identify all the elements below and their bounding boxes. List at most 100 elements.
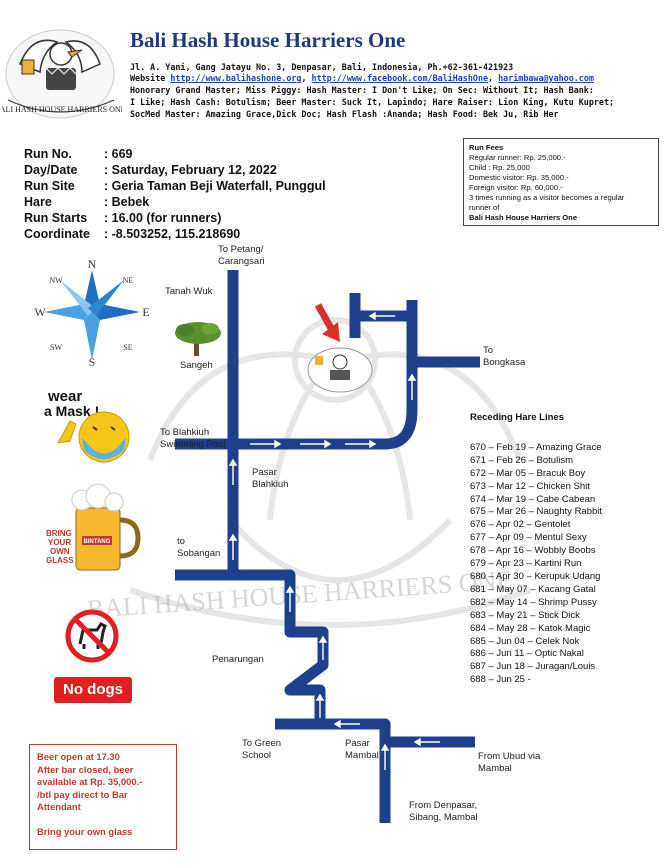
mask-text-1: wear	[47, 388, 82, 405]
beer-note-line: Beer open at 17.30	[37, 751, 120, 762]
label-sibang-mambal: Sibang, Mambal	[409, 812, 478, 823]
compass-sw: SW	[50, 343, 62, 352]
officers-line-3: SocMed Master: Amazing Grace,Dick Doc; H…	[130, 109, 559, 119]
run-fees-title: Run Fees	[469, 143, 504, 152]
hare-line-item: 671 – Feb 26 – Botulism	[470, 454, 573, 466]
website-line: Website http://www.balihashone.org, http…	[130, 73, 594, 83]
label-to-green: To Green	[242, 738, 282, 749]
run-info-value: : Bebek	[104, 195, 150, 209]
label-pasar-blahkiuh-2: Blahkiuh	[252, 479, 289, 490]
hare-line-item: 682 – May 14 – Shrimp Pussy	[470, 596, 597, 608]
beer-note-line: After bar closed, beer	[37, 763, 134, 775]
label-swimming-pool: Swimming Pool	[160, 439, 226, 450]
hare-row: Hare : Bebek	[24, 194, 326, 210]
road-to-pool	[175, 300, 418, 450]
hare-line-item: 686 – Jun 11 – Optic Nakal	[470, 648, 584, 660]
road-to-site	[349, 293, 412, 322]
fee-line: Regular runner: Rp. 25,000.-	[469, 153, 566, 162]
beer-brand: BINTANG	[84, 539, 111, 545]
hare-line-item: 670 – Feb 19 – Amazing Grace	[470, 441, 602, 453]
hare-line-item: 683 – May 21 – Stick Dick	[470, 609, 580, 621]
label-to-blahkiuh: To Blahkiuh	[160, 427, 210, 438]
label-sobangan: Sobangan	[177, 548, 221, 559]
label-sangeh: Sangeh	[180, 360, 213, 371]
mask-text-2: a Mask !	[44, 403, 99, 419]
website-label: Website	[130, 73, 166, 83]
no-dogs-label: No dogs	[54, 677, 132, 703]
beer-note-line: Bring your own glass	[37, 825, 133, 837]
run-info-label: Run No.	[24, 147, 72, 161]
hare-line-item: 687 – Jun 18 – Juragan/Louis	[470, 661, 596, 673]
beer-note-line	[37, 814, 169, 826]
hare-line-item: 678 – Apr 16 – Wobbly Boobs	[470, 545, 596, 557]
run-info-value: : 669	[104, 147, 133, 161]
hare-line-item: 681 – May 07 – Kacang Gatal	[470, 583, 596, 595]
hare-line-item: 673 – Mar 12 – Chicken Shit	[470, 480, 590, 492]
compass-ne: NE	[123, 276, 134, 285]
compass-s: S	[89, 355, 96, 369]
label-to-bongkasa: To	[483, 345, 494, 356]
hare-line-item: 688 – Jun 25 -	[470, 674, 531, 686]
email-link[interactable]: harimbawa@yahoo.com	[498, 73, 594, 83]
fee-line: 3 times running as a visitor becomes a r…	[469, 193, 625, 202]
glass-text-4: GLASS	[46, 556, 74, 565]
hare-line-item: 685 – Jun 04 – Celek Nok	[470, 635, 580, 647]
compass-nw: NW	[49, 276, 63, 285]
beer-note-line: /btl pay direct to Bar	[37, 788, 128, 800]
label-to-sobangan: to	[177, 536, 185, 547]
label-mambal: Mambal	[478, 763, 512, 774]
run-starts-row: Run Starts : 16.00 (for runners)	[24, 210, 326, 226]
compass-e: E	[142, 305, 149, 319]
fee-line: Child : Rp. 25,000	[469, 163, 530, 172]
compass-w: W	[34, 305, 46, 319]
run-info-label: Coordinate	[24, 227, 90, 241]
officers-line-1: Honorary Grand Master; Miss Piggy: Hash …	[130, 85, 594, 95]
hare-line-item: 677 – Apr 09 – Mentul Sexy	[470, 532, 587, 544]
compass-n: N	[88, 257, 97, 271]
website-link-1[interactable]: http://www.balihashone.org	[170, 73, 302, 83]
run-info-value: : -8.503252, 115.218690	[104, 227, 241, 241]
label-pasar-mambal-2: Mambal	[345, 750, 379, 761]
beer-note-line: Attendant	[37, 801, 81, 812]
bring-own-glass-icon: BINTANG BRING YOUR OWN GLASS	[46, 483, 141, 571]
run-info-label: Run Starts	[24, 211, 88, 225]
hare-line-item: 679 – Apr 23 – Kartini Run	[470, 558, 582, 570]
label-from-denpasar: From Denpasar,	[409, 800, 478, 811]
run-site-arrow-icon	[314, 303, 340, 342]
coordinate-row: Coordinate : -8.503252, 115.218690	[24, 226, 326, 242]
glass-text-3: OWN	[50, 547, 70, 556]
run-info: Run No. : 669 Day/Date: Saturday, Februar…	[24, 146, 326, 242]
road-north-main	[175, 270, 239, 581]
label-green-school: School	[242, 750, 272, 761]
run-date-row: Day/Date: Saturday, February 12, 2022	[24, 162, 326, 178]
run-info-label: Hare	[24, 195, 52, 209]
beer-note-line: available at Rp. 35,000.-	[37, 776, 143, 787]
run-site-logo	[307, 347, 373, 393]
label-from-ubud: From Ubud via	[478, 751, 541, 762]
label-carangsari: Carangsari	[218, 256, 265, 267]
compass-icon	[44, 270, 140, 360]
run-no-row: Run No. : 669	[24, 146, 326, 162]
run-info-value: : 16.00 (for runners)	[104, 211, 222, 225]
receding-hare-lines: Receding Hare Lines 670 – Feb 19 – Amazi…	[470, 412, 602, 687]
label-pasar-mambal-1: Pasar	[345, 738, 370, 749]
label-pasar-blahkiuh-1: Pasar	[252, 467, 277, 478]
run-info-label: Run Site	[24, 179, 75, 193]
fee-line: runner of	[469, 203, 500, 212]
hare-line-item: 672 – Mar 05 – Bracuk Boy	[470, 467, 586, 479]
fee-line: Foreign visitor: Rp. 60,000.-	[469, 183, 563, 192]
hare-line-item: 674 – Mar 19 – Cabe Cabean	[470, 493, 596, 505]
page-title: Bali Hash House Harriers One	[130, 28, 406, 52]
no-dogs-icon	[65, 609, 119, 663]
website-link-2[interactable]: http://www.facebook.com/BaliHashOne	[311, 73, 489, 83]
label-penarungan: Penarungan	[212, 654, 264, 665]
run-info-label: Day/Date	[24, 163, 78, 177]
hare-line-item: 676 – Apr 02 – Gentolet	[470, 519, 571, 531]
address-line: Jl. A. Yani, Gang Jatayu No. 3, Denpasar…	[130, 62, 514, 72]
hare-line-item: 675 – Mar 26 – Naughty Rabbit	[470, 506, 603, 518]
hare-line-item: 684 – May 28 – Katok Magic	[470, 622, 591, 634]
label-to-petang: To Petang/	[218, 244, 264, 255]
wear-mask-icon: wear a Mask !	[44, 388, 130, 463]
hash-logo: BALI HASH HOUSE HARRIERS ONE	[2, 29, 122, 119]
